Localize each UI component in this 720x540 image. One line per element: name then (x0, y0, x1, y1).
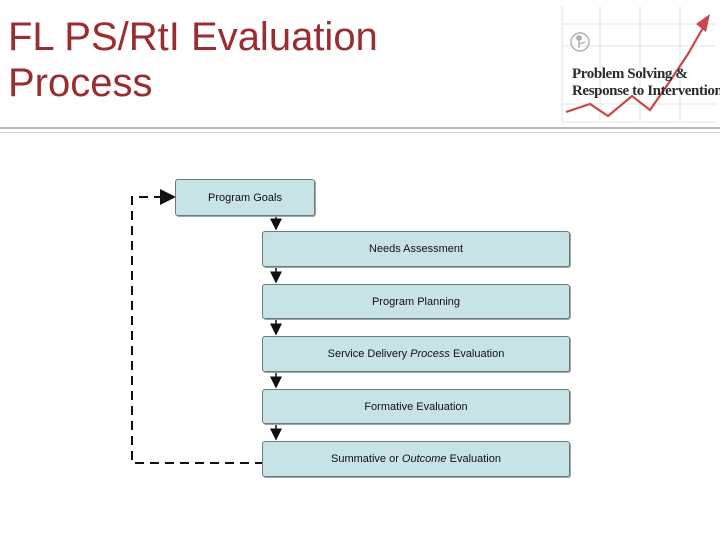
logo-line-1: Problem Solving & (572, 66, 688, 82)
step-summative-evaluation: Summative or Outcome Evaluation (262, 441, 570, 477)
step-program-goals: Program Goals (175, 179, 315, 216)
slide-title: FL PS/RtI Evaluation Process (8, 15, 378, 105)
logo-line-2: Response to Intervention (572, 83, 720, 99)
logo-graphic (561, 6, 716, 123)
logo-wordmark: Problem Solving & Response to Interventi… (572, 66, 720, 100)
feedback-loop-arrow (131, 189, 264, 464)
title-divider-secondary (0, 132, 720, 133)
ps-rti-logo: Problem Solving & Response to Interventi… (560, 4, 720, 124)
step-service-delivery-evaluation: Service Delivery Process Evaluation (262, 336, 570, 372)
step-program-goals-label: Program Goals (208, 191, 282, 204)
title-divider (0, 127, 720, 129)
step-service-delivery-label: Service Delivery Process Evaluation (327, 348, 505, 360)
step-formative-evaluation: Formative Evaluation (262, 389, 570, 424)
step-program-planning: Program Planning (262, 284, 570, 319)
step-summative-evaluation-label: Summative or Outcome Evaluation (331, 453, 501, 465)
step-program-planning-label: Program Planning (371, 295, 461, 308)
step-formative-evaluation-label: Formative Evaluation (364, 400, 468, 413)
step-needs-assessment: Needs Assessment (262, 231, 570, 267)
step-needs-assessment-label: Needs Assessment (368, 243, 464, 255)
